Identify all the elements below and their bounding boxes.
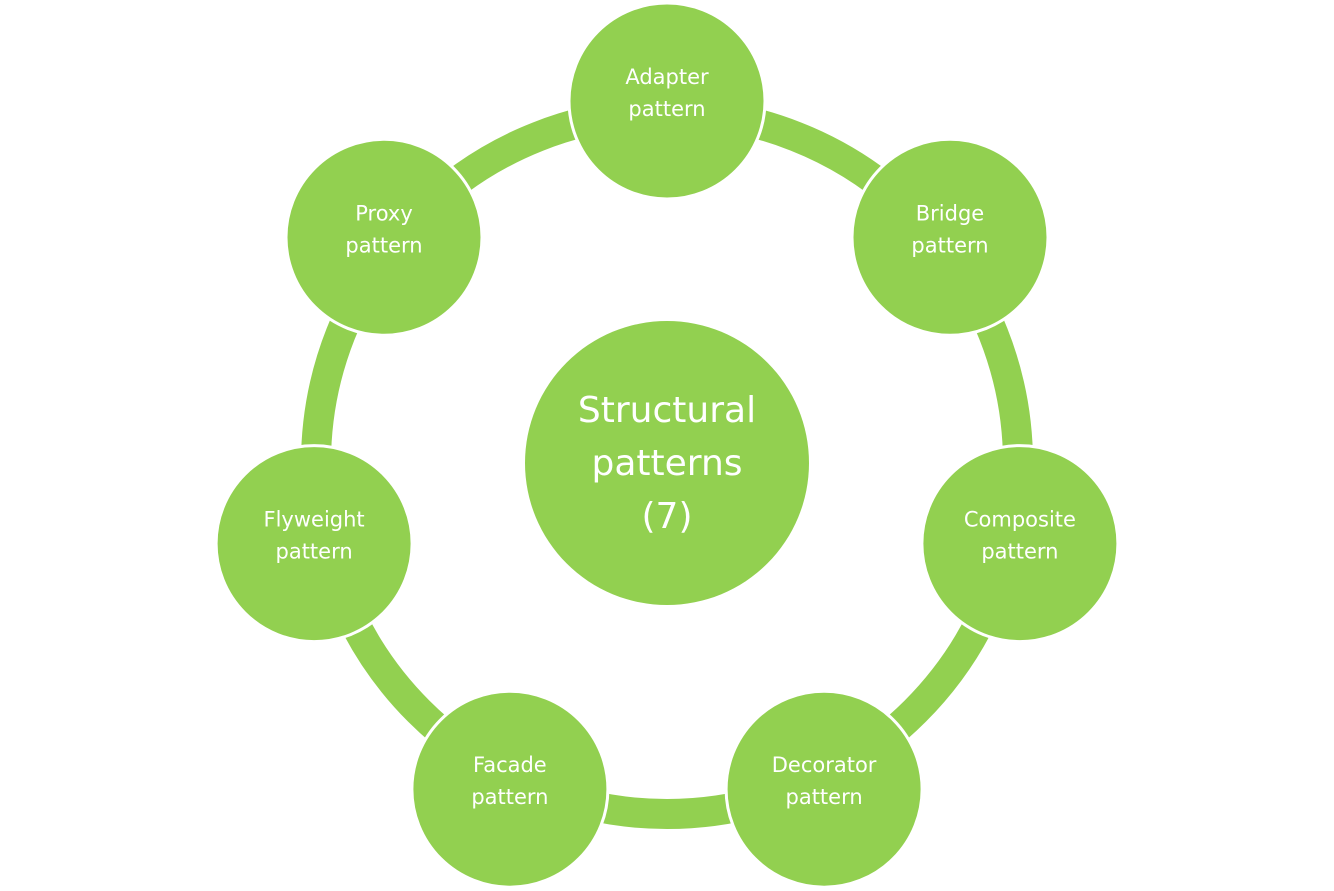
pattern-node-circle <box>410 689 610 889</box>
pattern-node-circle <box>850 137 1050 337</box>
pattern-node-label-line-2: pattern <box>345 233 422 257</box>
pattern-node-circle <box>214 444 414 644</box>
pattern-node-label-line-1: Decorator <box>772 753 877 777</box>
pattern-node-circle <box>567 1 767 201</box>
pattern-node-label-line-1: Adapter <box>625 65 709 89</box>
pattern-node-label-line-1: Composite <box>964 508 1076 532</box>
pattern-node-label-line-2: pattern <box>911 233 988 257</box>
pattern-node-flyweight: Flyweight pattern <box>214 444 414 644</box>
center-label-line-1: Structural <box>578 390 756 431</box>
pattern-node-label-line-1: Facade <box>473 753 547 777</box>
pattern-node-label-line-2: pattern <box>471 785 548 809</box>
center-label-line-3: (7) <box>642 496 693 537</box>
pattern-node-circle <box>920 444 1120 644</box>
pattern-node-label-line-2: pattern <box>628 97 705 121</box>
pattern-node-circle <box>284 137 484 337</box>
pattern-node-label-line-2: pattern <box>276 540 353 564</box>
pattern-node-adapter: Adapter pattern <box>567 1 767 201</box>
pattern-node-composite: Composite pattern <box>920 444 1120 644</box>
pattern-node-label-line-2: pattern <box>981 540 1058 564</box>
center-label-line-2: patterns <box>591 443 742 484</box>
center-circle <box>525 321 809 605</box>
pattern-node-label-line-2: pattern <box>786 785 863 809</box>
pattern-node-proxy: Proxy pattern <box>284 137 484 337</box>
pattern-node-facade: Facade pattern <box>410 689 610 889</box>
pattern-node-bridge: Bridge pattern <box>850 137 1050 337</box>
pattern-node-label-line-1: Bridge <box>916 201 984 225</box>
pattern-nodes: AdapterpatternBridgepatternCompositepatt… <box>214 1 1120 889</box>
pattern-node-label-line-1: Flyweight <box>264 508 365 532</box>
pattern-node-circle <box>724 689 924 889</box>
pattern-node-label-line-1: Proxy <box>355 201 413 225</box>
pattern-node-decorator: Decorator pattern <box>724 689 924 889</box>
center-node: Structural patterns (7) <box>525 321 809 605</box>
